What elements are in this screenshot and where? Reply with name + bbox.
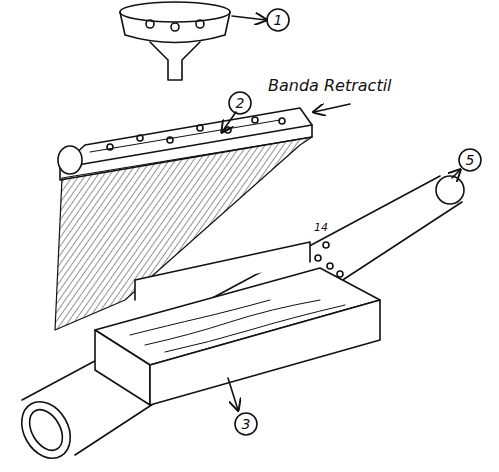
callout-circle [459,149,481,171]
falling-piece [327,263,333,269]
falling-piece [323,242,329,248]
callout-number: 1 [274,13,283,27]
direction-arrow [314,104,350,112]
leader-line [452,170,460,178]
callout-circle [229,92,251,114]
falling-piece [337,271,343,277]
dimension-note: 14 [314,222,328,233]
hopper [120,2,230,80]
callout-number: 2 [236,96,245,110]
callout-circle [267,9,289,31]
lower-conveyor [12,176,464,467]
falling-piece [315,255,321,261]
leader-line [222,112,236,132]
callout-circle [235,413,257,435]
retractable-band [58,108,312,180]
part-label: Banda Retractil [268,78,392,94]
callout-number: 3 [242,417,251,431]
leader-line [228,378,238,410]
callout-number: 5 [466,153,475,167]
leader-line [232,16,266,20]
product-block [95,242,380,405]
